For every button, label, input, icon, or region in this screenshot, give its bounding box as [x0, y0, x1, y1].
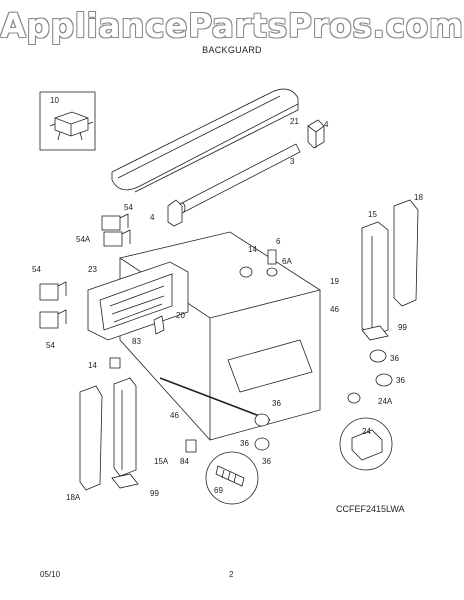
- callout-69: 69: [214, 486, 223, 495]
- switch-54-top: [101, 213, 131, 247]
- callout-19: 19: [330, 277, 339, 286]
- knob-36-d: [254, 437, 270, 451]
- detail-circle-69: [205, 451, 259, 505]
- callout-3: 3: [290, 157, 295, 166]
- callout-54-low: 54: [46, 341, 55, 350]
- callout-10: 10: [50, 96, 59, 105]
- foot-bracket-99-left: [111, 473, 139, 489]
- foot-bracket-99-right: [361, 325, 389, 341]
- callout-84: 84: [180, 457, 189, 466]
- callout-36-c: 36: [240, 439, 249, 448]
- end-cap-4-left: [167, 199, 183, 227]
- knob-24A: [347, 392, 361, 404]
- model-code: CCFEF2415LWA: [336, 504, 405, 514]
- callout-24: 24: [362, 427, 371, 436]
- callout-99-left: 99: [150, 489, 159, 498]
- display-board-20: [87, 261, 189, 341]
- callout-36-a: 36: [390, 354, 399, 363]
- callout-46-right: 46: [330, 305, 339, 314]
- stem-83: [153, 315, 165, 335]
- callout-54A: 54A: [76, 235, 91, 244]
- watermark: AppliancePartsPros.com: [0, 6, 464, 45]
- knob-36-b: [375, 373, 393, 387]
- part-14-left: [109, 357, 121, 369]
- knob-36-c: [254, 413, 270, 427]
- callout-54-mid: 54: [32, 265, 41, 274]
- callout-20: 20: [176, 311, 185, 320]
- detail-circle-24: [339, 417, 393, 471]
- callout-15: 15: [368, 210, 377, 219]
- callout-14-center: 14: [248, 245, 257, 254]
- callout-14-left: 14: [88, 361, 97, 370]
- side-trim-18: [393, 199, 419, 307]
- callout-23: 23: [88, 265, 97, 274]
- relay-part-10: [49, 111, 94, 141]
- end-cap-4: [307, 119, 325, 149]
- switch-54-lower: [39, 281, 67, 329]
- side-trim-18A: [79, 385, 103, 491]
- callout-18: 18: [414, 193, 423, 202]
- callout-15A: 15A: [154, 457, 169, 466]
- callout-36-b: 36: [396, 376, 405, 385]
- callout-24A: 24A: [378, 397, 393, 406]
- callout-36-mid: 36: [272, 399, 281, 408]
- callout-21: 21: [290, 117, 299, 126]
- top-trim: [111, 88, 299, 193]
- callout-46-left: 46: [170, 411, 179, 420]
- knob-14-center: [239, 266, 253, 278]
- callout-6: 6: [276, 237, 281, 246]
- section-title: BACKGUARD: [202, 45, 262, 55]
- part-84: [185, 439, 197, 453]
- inset-box-10: [39, 91, 96, 151]
- lamp-6: [267, 249, 277, 265]
- callout-83: 83: [132, 337, 141, 346]
- callout-36-d: 36: [262, 457, 271, 466]
- callout-labels: 10 21 4 3 4 54 54A 14 6 6A 19 23 54 54 2…: [32, 96, 423, 502]
- lamp-6A: [266, 267, 278, 277]
- callout-99-right: 99: [398, 323, 407, 332]
- callout-4-left: 4: [150, 213, 155, 222]
- callout-54-top: 54: [124, 203, 133, 212]
- footer-date: 05/10: [40, 570, 61, 579]
- side-panel-15A: [113, 377, 137, 477]
- callout-4: 4: [324, 120, 329, 129]
- callout-18A: 18A: [66, 493, 81, 502]
- knob-36-a: [369, 349, 387, 363]
- footer-page: 2: [229, 570, 234, 579]
- side-panel-15: [361, 221, 389, 337]
- callout-6A: 6A: [282, 257, 292, 266]
